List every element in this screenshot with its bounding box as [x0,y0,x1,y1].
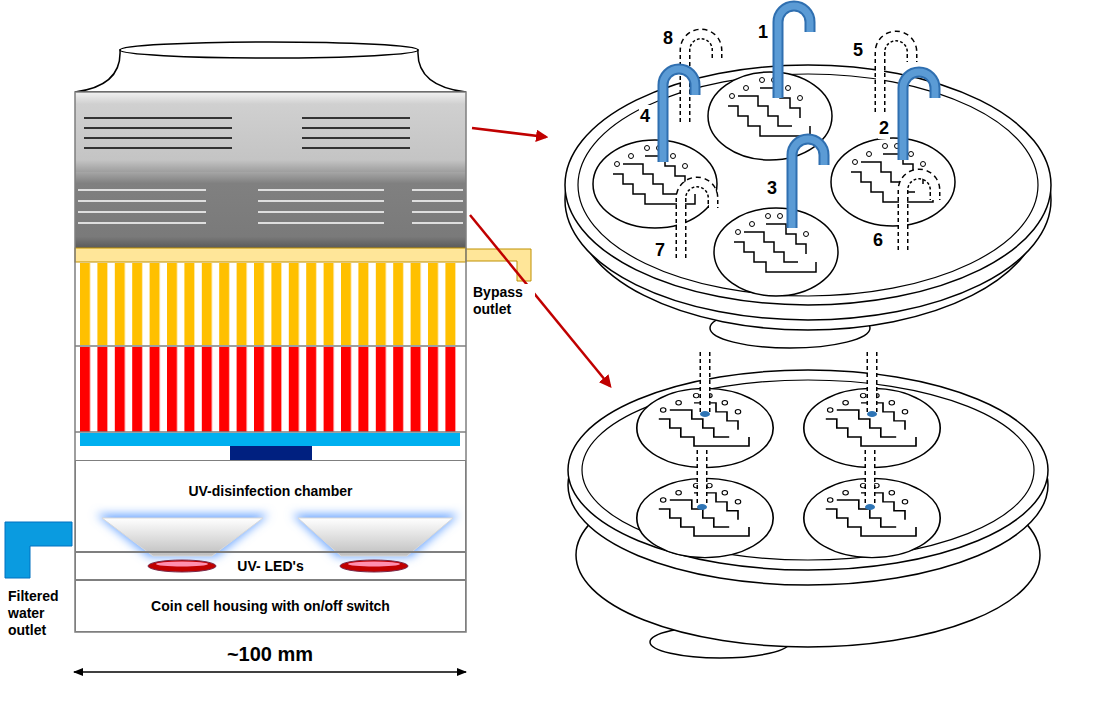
pipe [903,72,935,160]
red-membrane [78,347,462,432]
hidden-pipe [903,174,935,250]
tube [866,450,874,506]
tube-end [697,504,707,510]
tube-end [700,411,710,417]
outlet-pipe [5,522,72,578]
dimension-label: ~100 mm [227,642,313,666]
support-plate [80,433,460,446]
tube [865,450,876,506]
layer-line [78,222,206,224]
tube [697,450,708,506]
layer-line [258,222,384,224]
pipe [778,6,810,98]
callout-number: 7 [654,239,666,261]
layer-line [84,147,232,149]
outlet-label: Bypass outlet [473,284,535,318]
layer-line [412,189,463,191]
tube [868,352,876,413]
filter-cell [708,72,832,160]
connector-tubes [702,352,872,506]
uv-glow [96,514,269,557]
filter-cell [714,208,838,296]
pipe [663,69,695,162]
led-band: UV- LED's [75,552,466,580]
layer-line [78,211,206,213]
callout-number: 3 [766,177,778,199]
tube [700,352,711,413]
layer-border [75,345,466,347]
layer-line [412,222,463,224]
hidden-pipes [681,34,935,258]
callout-number: 5 [852,39,864,61]
uv-led [340,560,408,572]
hidden-pipe [681,182,713,258]
reflector-cone [102,518,263,556]
pipe [792,139,824,228]
outlet-pipes [663,6,935,228]
pipe [903,72,935,160]
layer-lines [84,118,410,148]
layer-line [302,117,410,119]
layer-line [84,117,232,119]
uv-led [148,560,216,572]
layer-line [302,127,410,129]
led-highlight [348,562,400,567]
plate-outlet [230,446,312,460]
led-highlight [156,562,208,567]
layer-line [302,137,410,139]
layer-line [412,200,463,202]
callout-number: 8 [662,27,674,49]
tube [867,352,878,413]
pipe [663,69,695,162]
callout-number: 2 [878,117,890,139]
uv-glow [292,514,459,557]
hidden-pipe [681,182,713,258]
layer-line [78,200,206,202]
layer-line [412,211,463,213]
node-text: Coin cell housing with on/off switch [151,598,390,615]
plate-face [568,370,1048,570]
layer-line [78,189,206,191]
layer-line [84,137,232,139]
housing-outline [75,92,466,632]
bypass-layer [75,248,466,262]
hidden-pipe [903,174,935,250]
node-text: UV- LED's [237,558,303,575]
plate-rim [582,380,1034,560]
layer-line [258,189,384,191]
tube-end [867,411,877,417]
callout-number: 1 [757,21,769,43]
battery-band: Coin cell housing with on/off switch [75,580,466,632]
cap-rim [120,42,418,58]
filter-layer [75,172,466,248]
layer-border [75,431,466,433]
callout-number: 6 [872,229,884,251]
layer-lines [78,190,463,223]
layer-line [302,147,410,149]
callout-number: 4 [639,105,651,127]
tube [698,450,706,506]
reflector-cone [298,518,453,556]
yellow-membrane [78,263,462,345]
pipe [792,139,824,228]
tube [701,352,709,413]
prefilter-layer [75,92,466,172]
dimension-line [74,671,466,673]
layer-line [258,211,384,213]
plate-face [565,65,1051,305]
layer-line [258,200,384,202]
node-text: UV-disinfection chamber [188,483,352,500]
pointer-arrow [472,128,546,137]
layer-line [84,127,232,129]
outlet-label: Filtered water outlet [8,588,70,639]
pipe [778,6,810,98]
chamber-region: UV-disinfection chamber [75,460,466,552]
tube-end [865,504,875,510]
